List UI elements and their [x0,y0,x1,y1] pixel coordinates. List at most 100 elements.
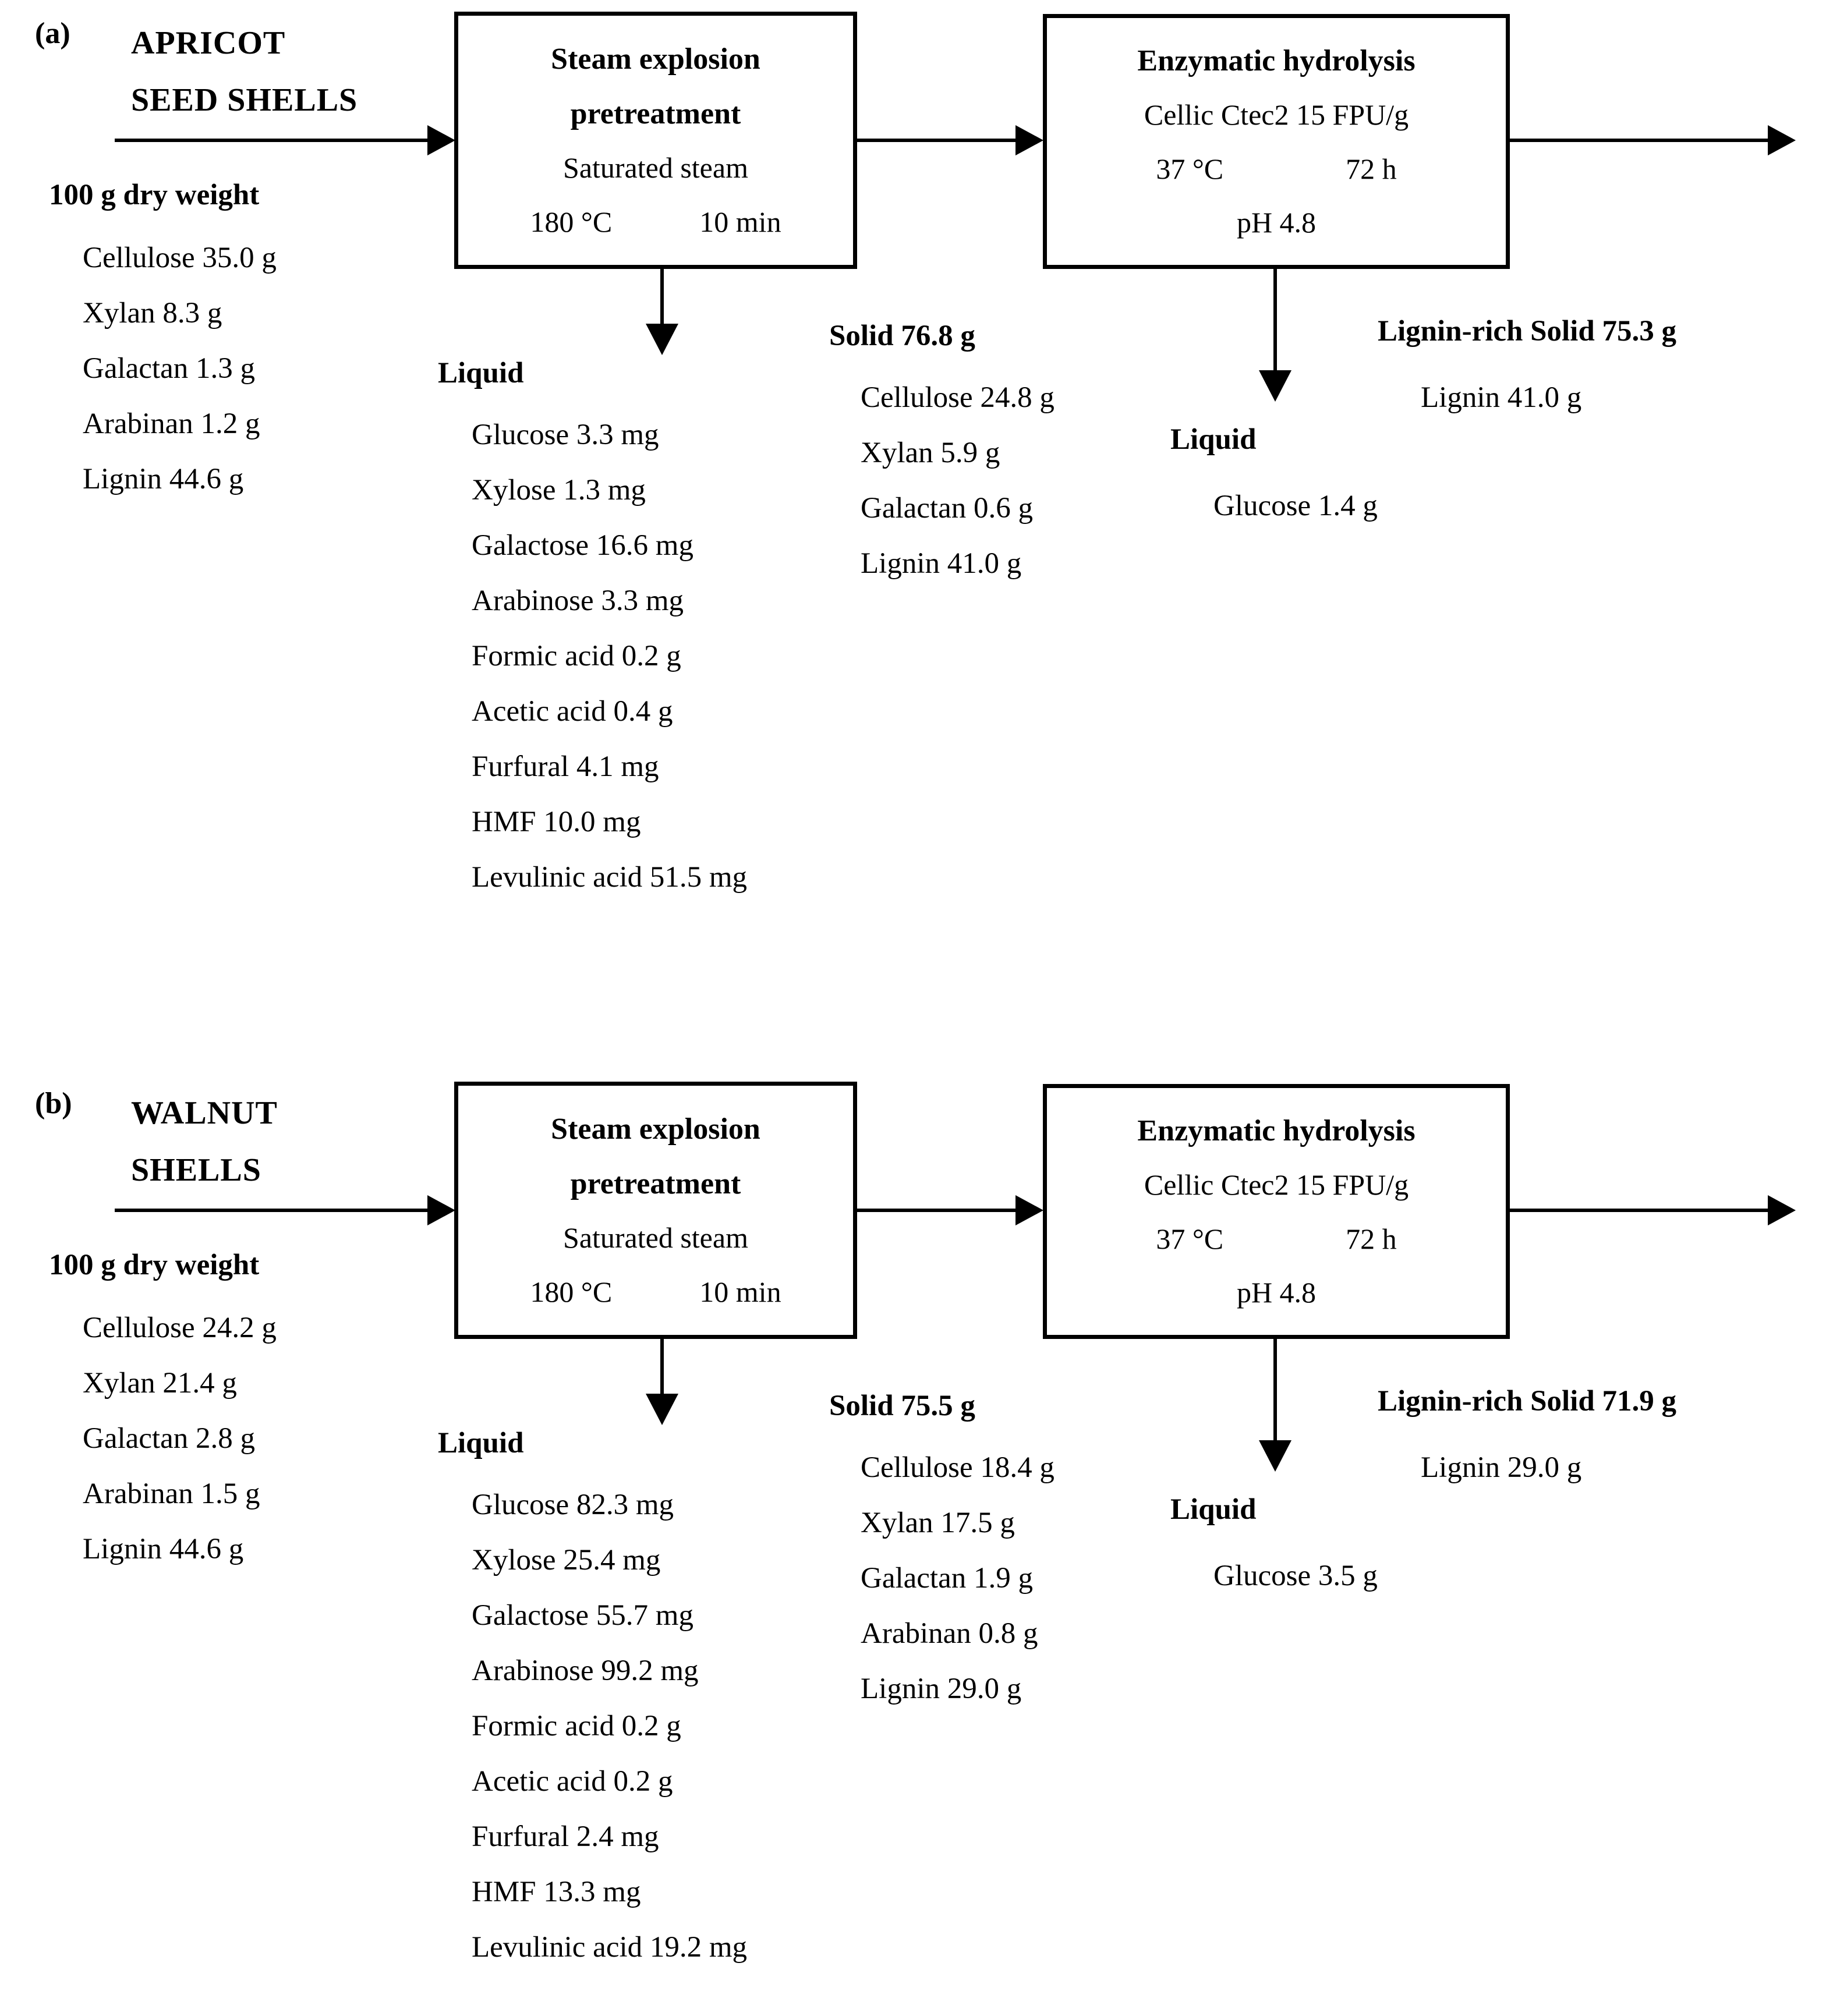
pretreatment-title-line1: Steam explosion [551,42,760,76]
feed-arrow-line [115,139,431,142]
hydrolysis-box: Enzymatic hydrolysis Cellic Ctec2 15 FPU… [1043,1084,1510,1339]
pretreatment-solid-list: Cellulose 24.8 g Xylan 5.9 g Galactan 0.… [861,370,1055,591]
hydrolysis-duration: 72 h [1346,152,1397,185]
pretreatment-output-arrow-line [660,1338,664,1395]
pretreatment-liquid-header: Liquid [438,357,524,389]
connector-arrow-line [856,1209,1017,1212]
arrow-down-icon [646,324,678,355]
liquid-item: Galactose 55.7 mg [472,1599,693,1632]
pretreatment-temperature: 180 °C [530,1275,613,1309]
liquid-item: Xylose 25.4 mg [472,1544,661,1576]
source-material-name-line2: SEED SHELLS [131,82,358,118]
hydrolysis-temperature: 37 °C [1156,152,1224,185]
pretreatment-duration: 10 min [699,206,781,239]
pretreatment-parameters: 180 °C 10 min [530,1275,781,1309]
hydrolysis-enzyme: Cellic Ctec2 15 FPU/g [1144,1168,1409,1202]
feed-item: Lignin 44.6 g [83,1533,244,1565]
feed-composition-header: 100 g dry weight [49,1249,260,1281]
arrow-down-icon [1259,1440,1291,1472]
pretreatment-title-line2: pretreatment [570,1167,741,1200]
feed-arrow-line [115,1209,431,1212]
hydrolysis-output-arrow-line [1273,268,1277,371]
pretreatment-liquid-list: Glucose 3.3 mg Xylose 1.3 mg Galactose 1… [472,408,747,905]
lignin-rich-solid-item: Lignin 29.0 g [1421,1451,1582,1484]
solid-item: Galactan 1.9 g [861,1562,1033,1595]
pretreatment-condition: Saturated steam [563,1221,748,1255]
liquid-item: Arabinose 3.3 mg [472,584,684,617]
solid-item: Xylan 17.5 g [861,1507,1015,1539]
hydrolysis-title: Enzymatic hydrolysis [1137,1114,1416,1148]
solid-item: Xylan 5.9 g [861,437,1000,469]
liquid-item: HMF 13.3 mg [472,1876,641,1908]
liquid-item: Xylose 1.3 mg [472,474,646,506]
feed-composition-list: Cellulose 24.2 g Xylan 21.4 g Galactan 2… [83,1301,277,1577]
feed-item: Xylan 8.3 g [83,297,222,329]
hydrolysis-output-arrow-line [1273,1338,1277,1441]
arrow-down-icon [1259,370,1291,402]
hydrolysis-duration: 72 h [1346,1222,1397,1255]
connector-arrow-line [856,139,1017,142]
hydrolysis-parameters: 37 °C 72 h [1156,1222,1396,1256]
feed-item: Cellulose 35.0 g [83,242,277,274]
liquid-item: Levulinic acid 51.5 mg [472,861,748,894]
arrow-right-icon [1015,1195,1043,1225]
pretreatment-condition: Saturated steam [563,151,748,185]
liquid-item: Furfural 2.4 mg [472,1820,659,1853]
liquid-item: Acetic acid 0.4 g [472,695,673,728]
pretreatment-liquid-header: Liquid [438,1427,524,1459]
liquid-item: Levulinic acid 19.2 mg [472,1931,748,1964]
feed-item: Arabinan 1.5 g [83,1478,260,1510]
feed-item: Arabinan 1.2 g [83,408,260,440]
source-material-name-line2: SHELLS [131,1152,261,1188]
source-material-name-line1: WALNUT [131,1095,278,1131]
pretreatment-parameters: 180 °C 10 min [530,205,781,239]
arrow-right-icon [1768,1195,1796,1225]
product-arrow-line [1509,139,1769,142]
solid-item: Arabinan 0.8 g [861,1617,1038,1650]
hydrolysis-liquid-item: Glucose 3.5 g [1213,1560,1378,1592]
pretreatment-duration: 10 min [699,1275,781,1309]
arrow-right-icon [427,1195,455,1225]
liquid-item: Acetic acid 0.2 g [472,1765,673,1798]
pretreatment-title-line2: pretreatment [570,97,741,130]
pretreatment-box: Steam explosion pretreatment Saturated s… [454,12,857,269]
liquid-item: Furfural 4.1 mg [472,750,659,783]
liquid-item: Glucose 3.3 mg [472,419,659,451]
panel-label: (b) [35,1087,72,1120]
solid-item: Galactan 0.6 g [861,492,1033,525]
pretreatment-box: Steam explosion pretreatment Saturated s… [454,1082,857,1339]
product-arrow-line [1509,1209,1769,1212]
panel-a: (a) APRICOT SEED SHELLS Steam explosion … [35,12,1796,905]
pretreatment-solid-header: Solid 75.5 g [829,1390,975,1422]
lignin-rich-solid-header: Lignin-rich Solid 71.9 g [1378,1385,1676,1418]
source-material-name-line1: APRICOT [131,25,286,61]
hydrolysis-liquid-header: Liquid [1170,423,1257,456]
solid-item: Cellulose 24.8 g [861,381,1055,414]
arrow-right-icon [427,125,455,155]
hydrolysis-box: Enzymatic hydrolysis Cellic Ctec2 15 FPU… [1043,14,1510,269]
lignin-rich-solid-item: Lignin 41.0 g [1421,381,1582,414]
liquid-item: HMF 10.0 mg [472,806,641,838]
arrow-down-icon [646,1394,678,1425]
hydrolysis-ph: pH 4.8 [1236,1275,1317,1309]
pretreatment-solid-list: Cellulose 18.4 g Xylan 17.5 g Galactan 1… [861,1440,1055,1717]
arrow-right-icon [1015,125,1043,155]
liquid-item: Arabinose 99.2 mg [472,1654,699,1687]
liquid-item: Formic acid 0.2 g [472,1710,681,1742]
pretreatment-solid-header: Solid 76.8 g [829,320,975,352]
feed-composition-list: Cellulose 35.0 g Xylan 8.3 g Galactan 1.… [83,231,277,507]
arrow-right-icon [1768,125,1796,155]
pretreatment-output-arrow-line [660,268,664,325]
solid-item: Lignin 29.0 g [861,1673,1022,1705]
panel-b: (b) WALNUT SHELLS Steam explosion pretre… [0,1070,1840,2016]
hydrolysis-title: Enzymatic hydrolysis [1137,44,1416,78]
feed-composition-header: 100 g dry weight [49,179,260,211]
hydrolysis-parameters: 37 °C 72 h [1156,152,1396,186]
hydrolysis-enzyme: Cellic Ctec2 15 FPU/g [1144,98,1409,132]
pretreatment-title-line1: Steam explosion [551,1112,760,1146]
feed-item: Xylan 21.4 g [83,1367,237,1399]
solid-item: Cellulose 18.4 g [861,1451,1055,1484]
liquid-item: Galactose 16.6 mg [472,529,693,562]
hydrolysis-liquid-item: Glucose 1.4 g [1213,490,1378,522]
